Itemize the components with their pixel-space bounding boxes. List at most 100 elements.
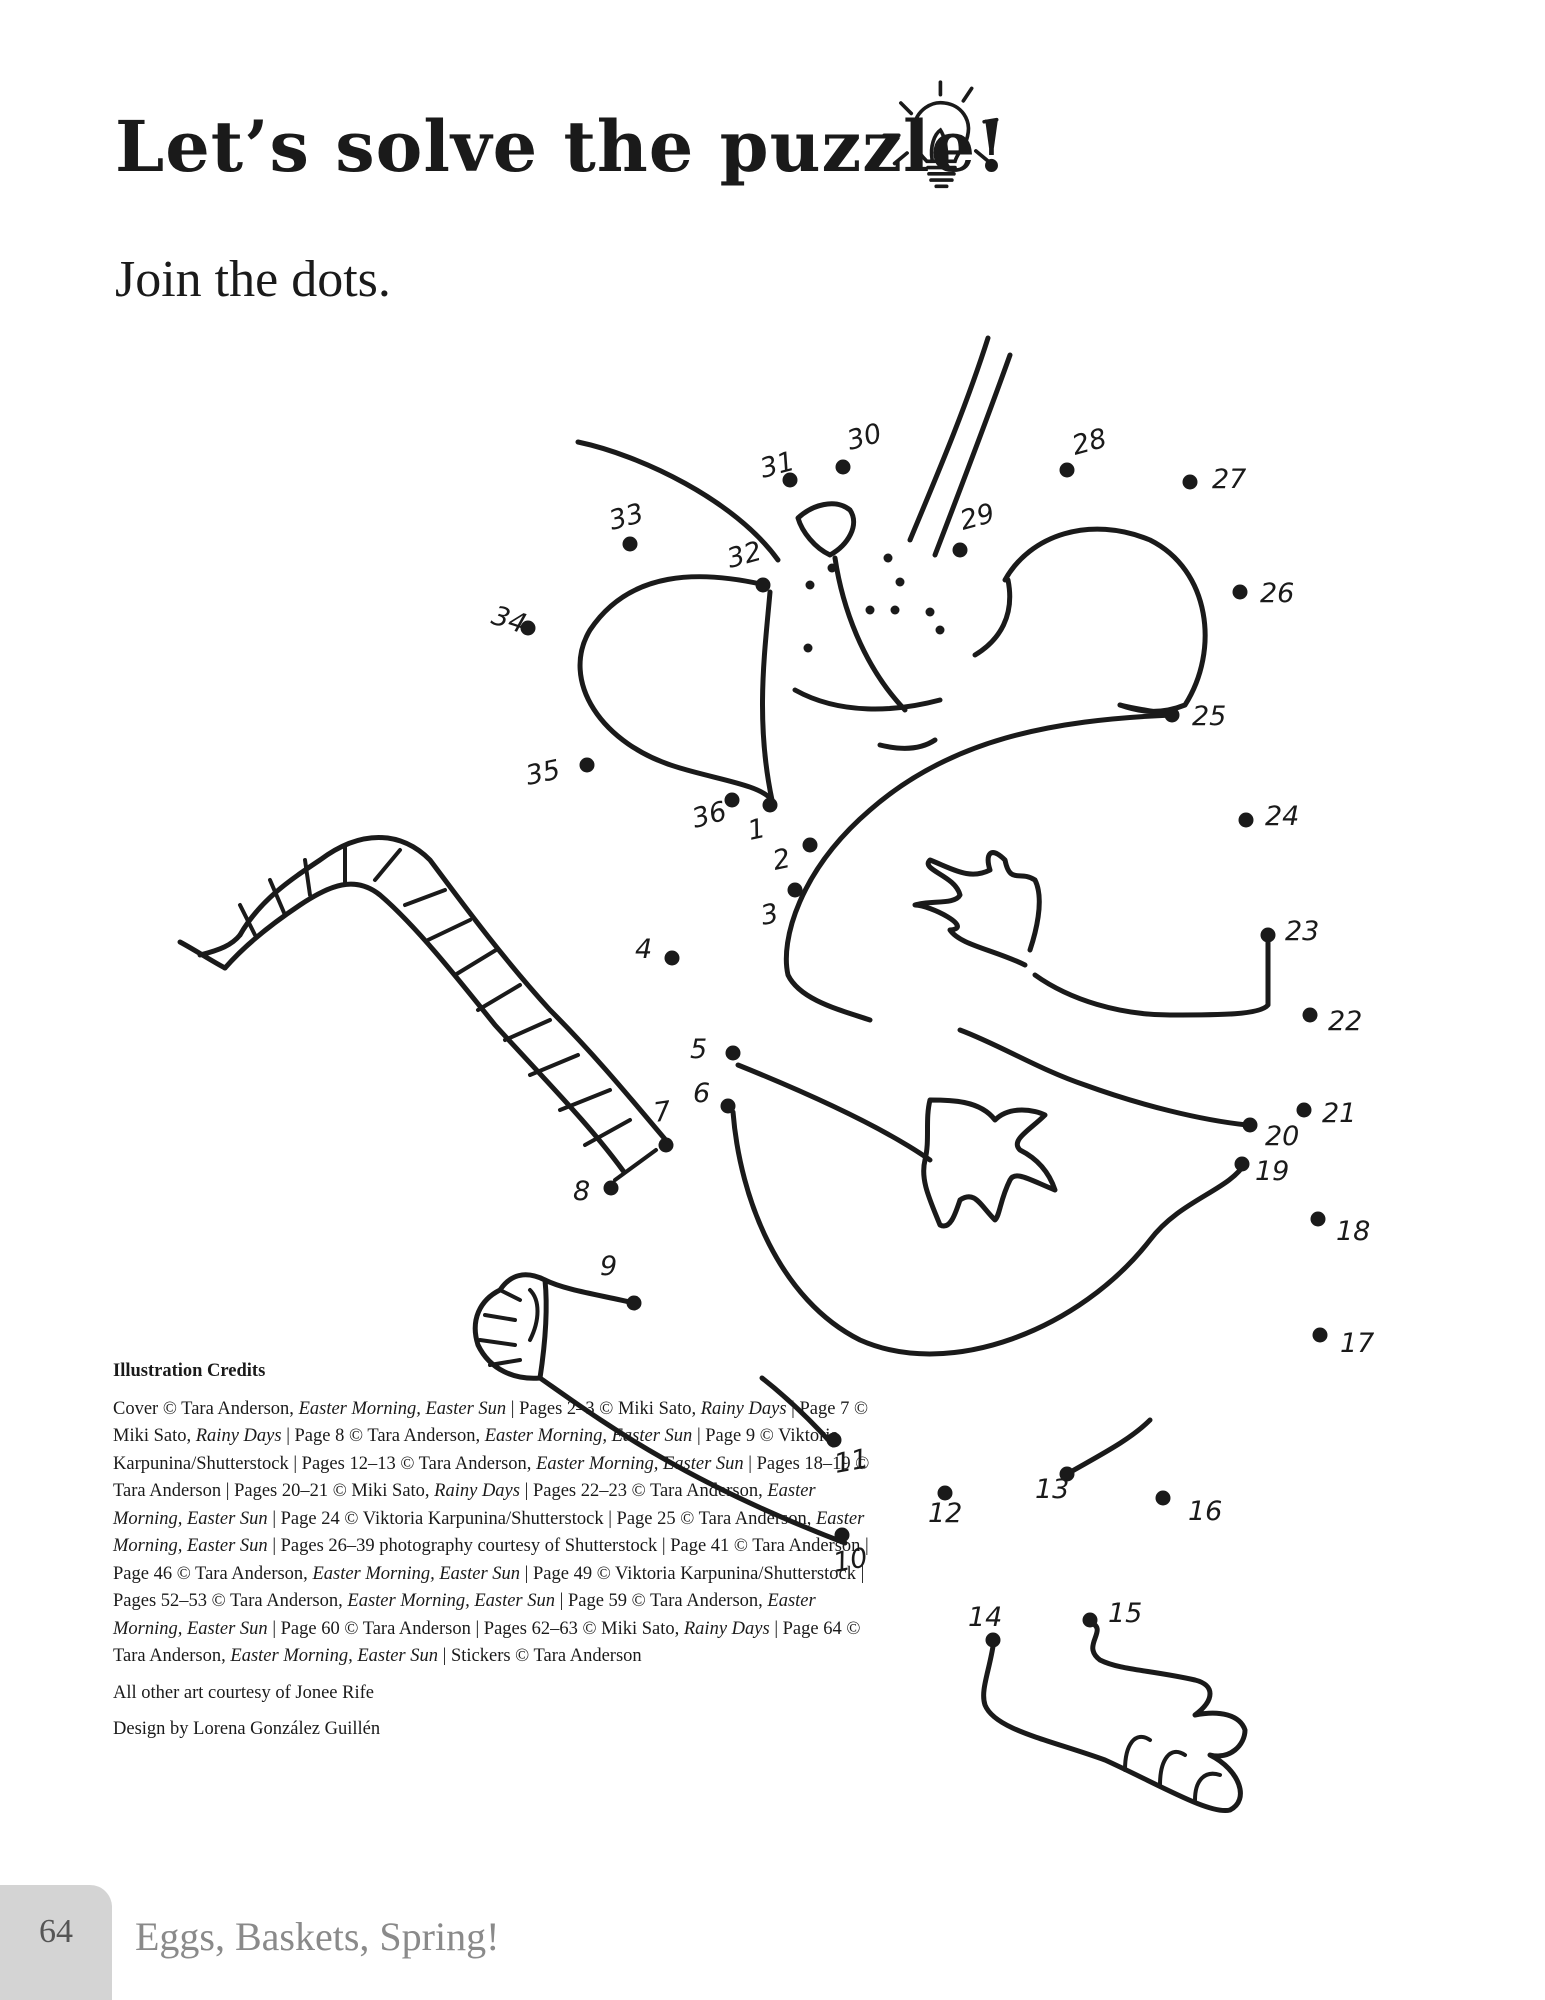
dot-31 [782, 472, 798, 488]
credit-text: | Pages 18–19 © Tara Anderson | Pages 20… [113, 1453, 870, 1502]
mouse-chin [877, 737, 938, 751]
credit-text: | Page 8 © Tara Anderson, [281, 1426, 485, 1446]
credit-text: | Page 60 © Tara Anderson | Pages 62–63 … [267, 1618, 684, 1639]
dot-label-3: 3 [758, 898, 781, 932]
credit-work-title: Easter Morning, Easter Sun [484, 1426, 693, 1446]
dot-label-30: 30 [844, 418, 885, 457]
dot-19 [1234, 1156, 1250, 1172]
credit-work-title: Easter Morning, Easter Sun [312, 1563, 521, 1584]
credit-text: | Page 9 © Viktoria Karpunina/Shuttersto… [113, 1426, 839, 1474]
credit-work-title: Rainy Days [700, 1398, 787, 1419]
dot-label-36: 36 [689, 796, 730, 835]
credit-work-title: Easter Morning, Easter Sun [113, 1481, 816, 1529]
whisker-line [907, 335, 991, 543]
dot-label-24: 24 [1265, 801, 1299, 832]
dot-label-32: 32 [724, 536, 765, 575]
dot-33 [622, 536, 638, 552]
credits-title: Illustration Credits [113, 1361, 266, 1381]
dot-2 [802, 837, 818, 853]
book-title: Eggs, Baskets, Spring! [135, 1914, 500, 1959]
dot-label-22: 22 [1328, 1006, 1362, 1037]
credit-work-title: Easter Morning, Easter Sun [347, 1591, 555, 1611]
dot-label-33: 33 [606, 498, 647, 537]
mouse-tail [197, 932, 243, 958]
dot-label-15: 15 [1108, 1598, 1142, 1629]
dot-30 [835, 459, 851, 475]
mouse-leg [1064, 1417, 1153, 1477]
dot-label-20: 20 [1265, 1121, 1299, 1152]
dot-4 [664, 950, 680, 966]
mouse-face-line [832, 555, 908, 713]
credit-work-title: Rainy Days [434, 1481, 520, 1501]
credit-text: | Pages 22–23 © Tara Anderson, [519, 1481, 768, 1501]
dot-label-2: 2 [770, 843, 793, 877]
mouse-smile [792, 687, 943, 712]
dot-label-28: 28 [1069, 423, 1110, 462]
mouse-ear-inner [760, 589, 775, 803]
mouse-arm-right [1032, 932, 1271, 1018]
mouse-foot-right [981, 1619, 1248, 1814]
mouse-tail [237, 835, 673, 1148]
mouse-paw-right [912, 850, 1042, 968]
dot-25 [1164, 707, 1180, 723]
credit-text: | Pages 26–39 photography courtesy of Sh… [113, 1536, 869, 1584]
lightbulb-icon [882, 80, 999, 189]
credit-work-title: Easter Morning, Easter Sun [298, 1398, 507, 1419]
dot-23 [1260, 927, 1276, 943]
dot-label-4: 4 [635, 934, 652, 965]
dot-15 [1082, 1612, 1098, 1628]
credit-text: | Page 7 © Miki Sato, [113, 1398, 869, 1447]
dot-label-10: 10 [831, 1542, 870, 1578]
dot-label-19: 19 [1255, 1156, 1289, 1187]
dot-35 [579, 757, 595, 773]
credit-text: | Page 64 © Tara Anderson, [113, 1618, 861, 1667]
page-number: 64 [39, 1913, 73, 1950]
dot-label-21: 21 [1322, 1098, 1356, 1129]
dot-32 [755, 577, 771, 593]
dot-12 [937, 1485, 953, 1501]
dot-10 [834, 1527, 850, 1543]
dot-label-25: 25 [1192, 701, 1226, 732]
dot-label-16: 16 [1188, 1496, 1222, 1527]
page-title: Let’s solve the puzzle! [115, 105, 1008, 188]
mouse-ear-right [1002, 526, 1208, 714]
dot-label-11: 11 [832, 1443, 871, 1479]
credit-text: | Page 59 © Tara Anderson, [555, 1591, 768, 1611]
mouse-smile [972, 577, 1013, 658]
credits-design: Design by Lorena González Guillén [113, 1719, 381, 1739]
dot-label-1: 1 [745, 813, 768, 847]
credit-text: | Page 24 © Viktoria Karpunina/Shutterst… [267, 1508, 816, 1529]
credit-text: | Pages 2–3 © Miki Sato, [506, 1398, 701, 1419]
page-number-tab [0, 1885, 112, 2000]
dot-26 [1232, 584, 1248, 600]
instruction-text: Join the dots. [115, 251, 391, 308]
dot-36 [724, 792, 740, 808]
dot-27 [1182, 474, 1198, 490]
credit-work-title: Easter Morning, Easter Sun [536, 1453, 744, 1474]
credit-work-title: Rainy Days [195, 1426, 282, 1446]
dot-34 [520, 620, 536, 636]
dot-label-5: 5 [690, 1034, 707, 1065]
dot-label-12: 12 [928, 1498, 962, 1529]
dot-1 [762, 797, 778, 813]
credit-work-title: Easter Morning, Easter Sun [113, 1591, 816, 1639]
dot-label-13: 13 [1035, 1474, 1069, 1505]
mouse-foot-left [537, 1277, 549, 1381]
mouse-ear-left [577, 574, 775, 803]
dot-29 [952, 542, 968, 558]
dot-label-14: 14 [968, 1602, 1002, 1633]
dot-17 [1312, 1327, 1328, 1343]
credit-work-title: Easter Morning, Easter Sun [230, 1646, 438, 1666]
credits-other-art: All other art courtesy of Jonee Rife [113, 1682, 374, 1703]
dot-7 [658, 1137, 674, 1153]
credits-body: Cover © Tara Anderson, Easter Morning, E… [113, 1396, 883, 1671]
whisker-line [932, 352, 1013, 558]
illustration-credits: Illustration Credits Cover © Tara Anders… [113, 1358, 883, 1744]
credit-work-title: Easter Morning, Easter Sun [113, 1508, 865, 1557]
dot-label-6: 6 [693, 1078, 710, 1109]
dot-label-18: 18 [1336, 1216, 1370, 1247]
dot-24 [1238, 812, 1254, 828]
dot-label-26: 26 [1260, 578, 1294, 609]
mouse-body [783, 712, 1175, 1023]
